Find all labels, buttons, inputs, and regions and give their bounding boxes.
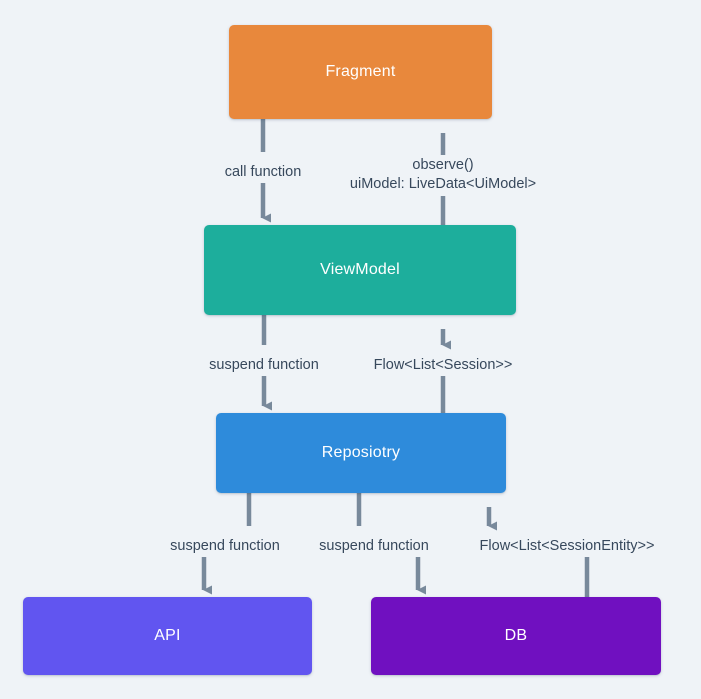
- edge-label-text: Flow<List<Session>>: [373, 357, 513, 373]
- edge-label-text: suspend function: [209, 357, 319, 373]
- edge-label-suspend-function-db: suspend function: [314, 536, 434, 557]
- node-db[interactable]: DB: [371, 597, 661, 675]
- node-api-label: API: [154, 627, 181, 644]
- node-db-label: DB: [504, 627, 528, 644]
- edge-label-call-function: call function: [219, 162, 307, 183]
- edge-label-suspend-function-api: suspend function: [165, 536, 285, 557]
- edge-label-text: suspend function: [319, 538, 429, 554]
- node-fragment-label: Fragment: [325, 63, 396, 80]
- edge-db-to-repository: [486, 507, 590, 597]
- node-viewmodel-label: ViewModel: [320, 261, 400, 278]
- node-repository[interactable]: Reposiotry: [216, 413, 506, 493]
- node-viewmodel[interactable]: ViewModel: [204, 225, 516, 315]
- edge-label-flow-session-entity: Flow<List<SessionEntity>>: [474, 536, 660, 557]
- node-fragment[interactable]: Fragment: [229, 25, 492, 119]
- node-api[interactable]: API: [23, 597, 312, 675]
- edge-label-text-line1: observe(): [412, 157, 474, 173]
- edge-label-observe: observe() uiModel: LiveData<UiModel>: [344, 155, 542, 195]
- edge-label-flow-session: Flow<List<Session>>: [368, 355, 518, 376]
- edge-label-text: suspend function: [170, 538, 280, 554]
- edge-label-text-line2: uiModel: LiveData<UiModel>: [349, 176, 537, 192]
- edge-label-text: call function: [224, 164, 302, 180]
- edge-label-suspend-function-viewmodel: suspend function: [204, 355, 324, 376]
- edge-label-text: Flow<List<SessionEntity>>: [479, 538, 655, 554]
- node-repository-label: Reposiotry: [321, 444, 401, 461]
